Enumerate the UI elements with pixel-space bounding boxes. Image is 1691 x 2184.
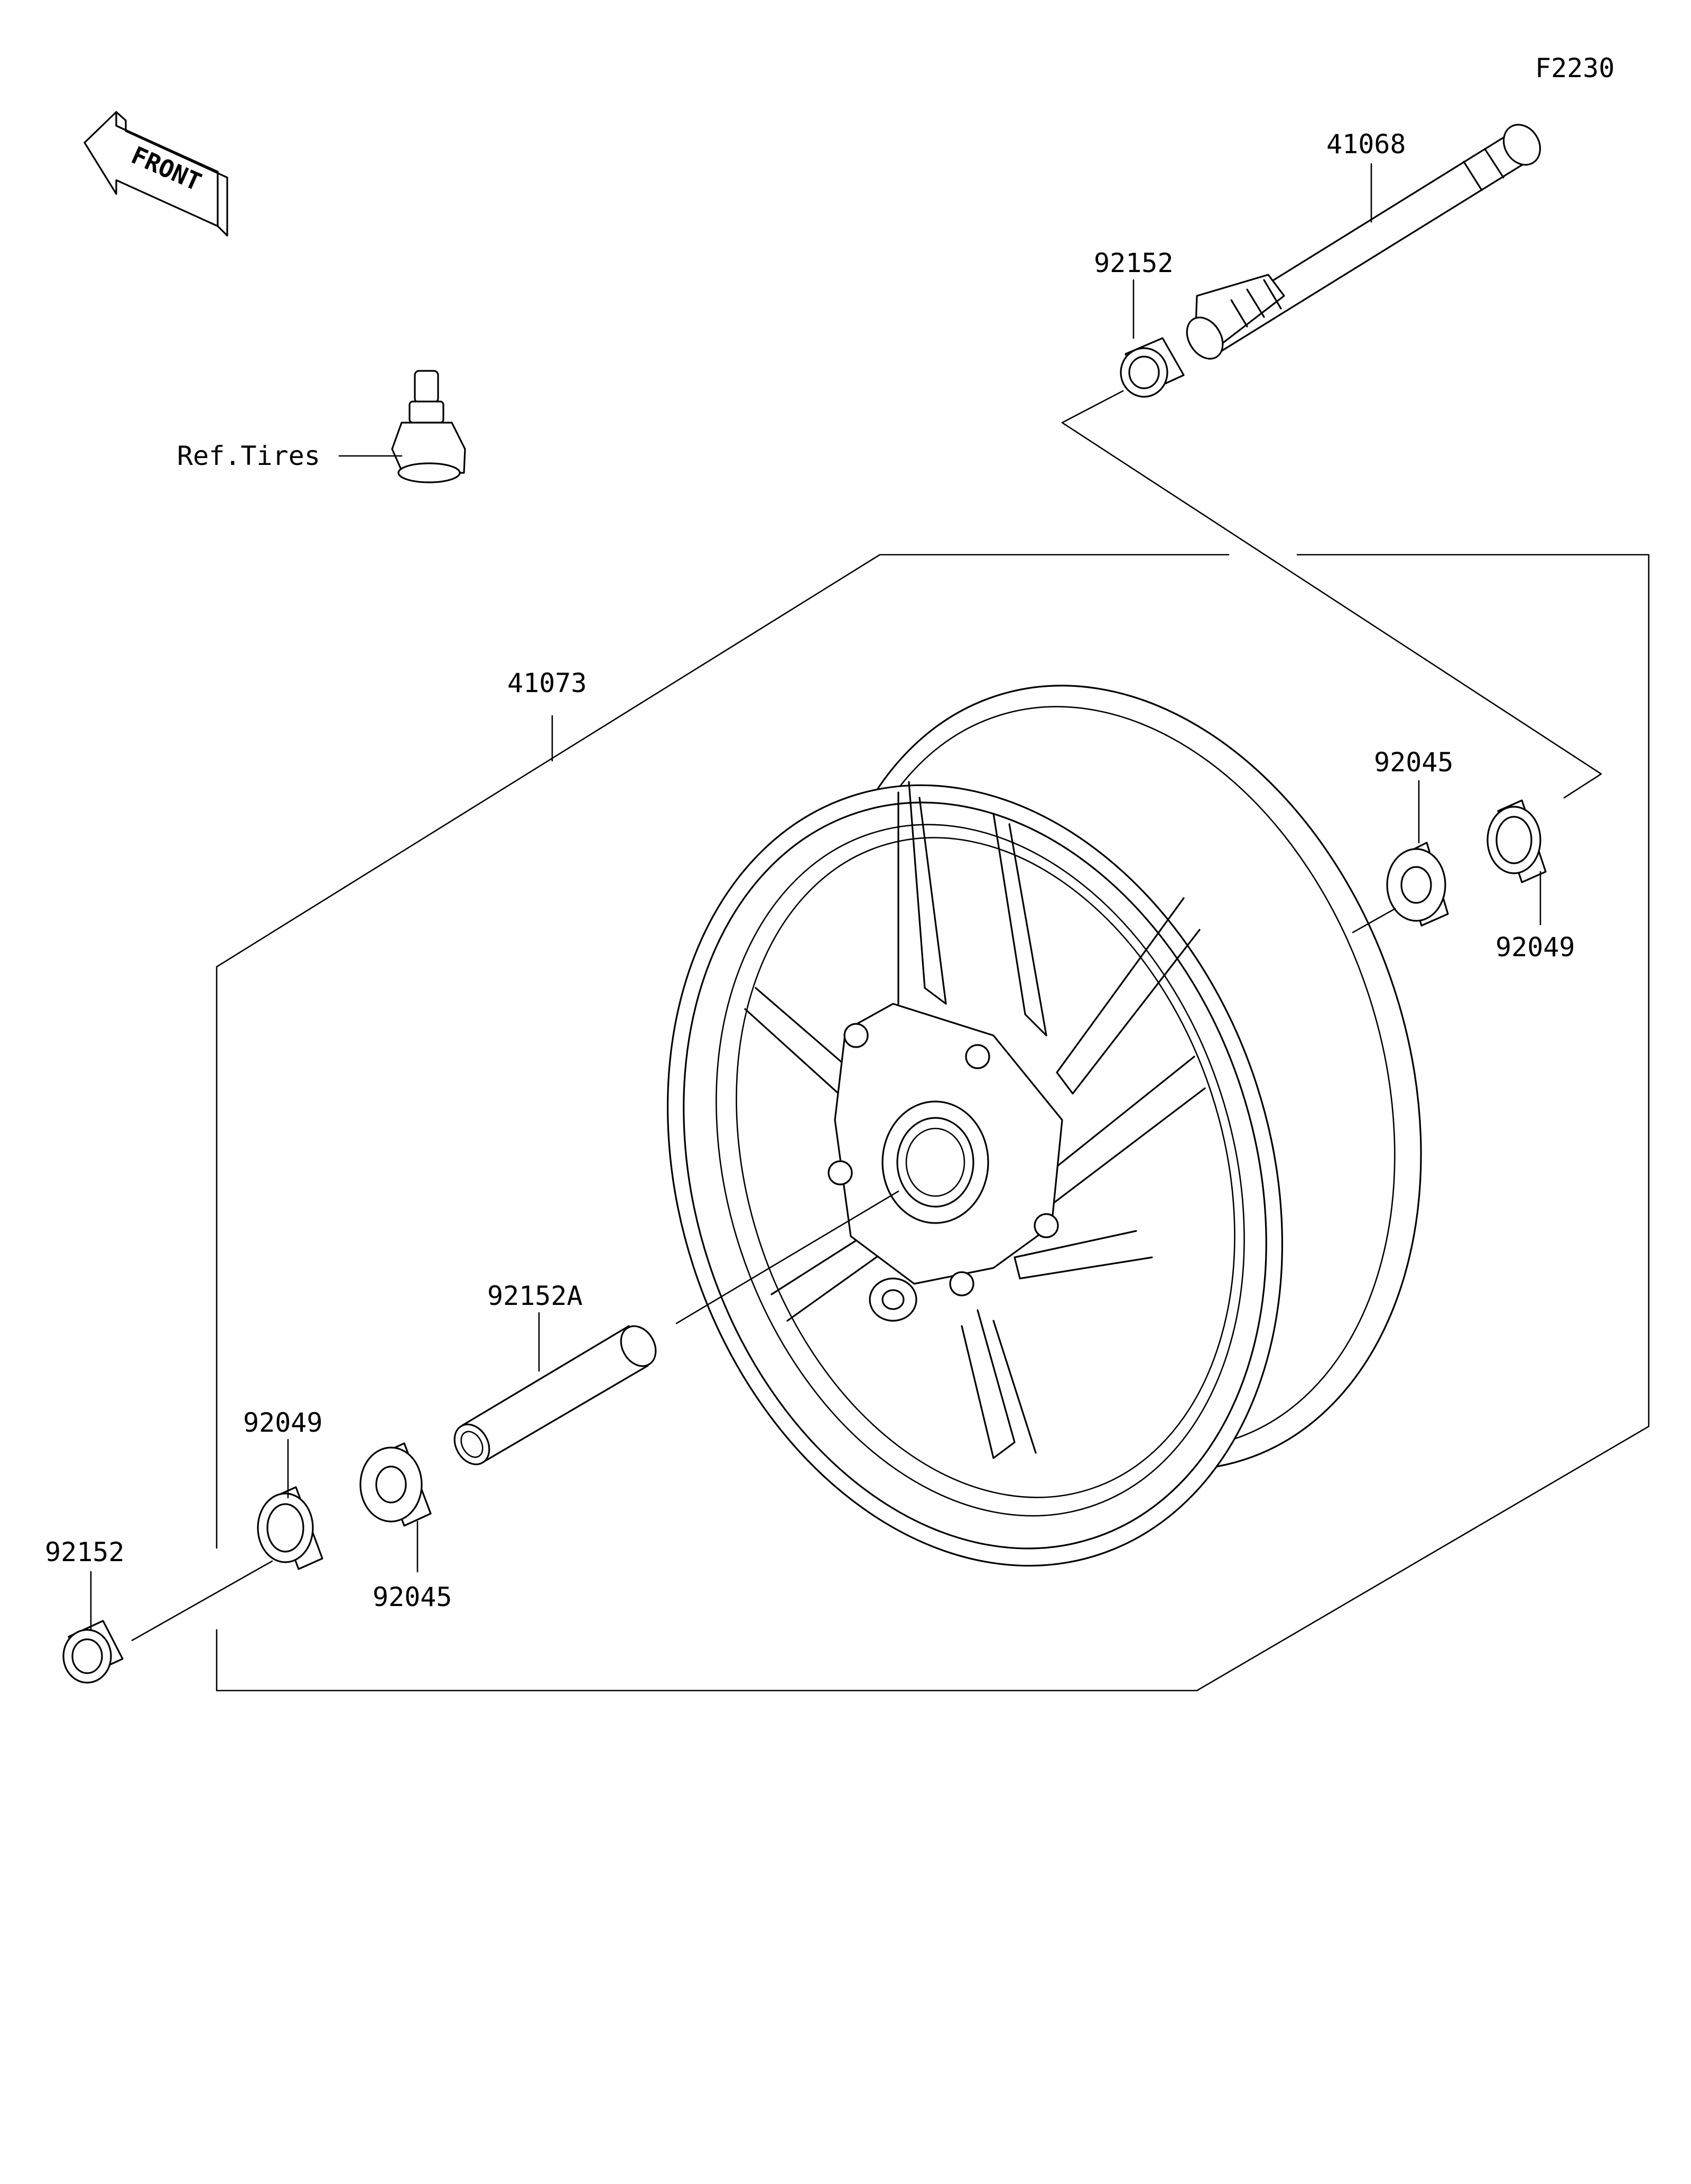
seal-left-icon — [257, 1486, 323, 1570]
collar-top-icon — [1120, 337, 1185, 398]
figure-code: F2230 — [1535, 53, 1615, 83]
label-41068: 41068 — [1326, 129, 1406, 160]
seal-right-icon — [1486, 799, 1547, 883]
label-ref-tires: Ref.Tires — [177, 441, 320, 471]
label-92152-left: 92152 — [45, 1537, 125, 1567]
label-92152a: 92152A — [487, 1281, 583, 1311]
label-92049-right: 92049 — [1495, 932, 1575, 963]
label-41073: 41073 — [507, 668, 587, 698]
bearing-right-axis — [1352, 908, 1396, 934]
label-92152-top: 92152 — [1094, 248, 1174, 278]
axle-icon — [1186, 124, 1541, 360]
label-92045-right: 92045 — [1374, 747, 1454, 778]
front-arrow-icon: FRONT — [83, 111, 228, 237]
bearing-left-icon — [359, 1442, 432, 1527]
collar-left-icon — [62, 1620, 124, 1684]
left-axis-line — [131, 1560, 273, 1641]
assembly-box-top — [216, 554, 1230, 1549]
collar-center-icon — [453, 1325, 657, 1466]
valve-icon — [391, 370, 466, 483]
axle-centerline — [1061, 390, 1602, 799]
wheel-axis-line — [675, 1190, 899, 1324]
label-92045-left: 92045 — [373, 1582, 452, 1612]
label-92049-left: 92049 — [243, 1407, 323, 1438]
wheel-icon — [666, 685, 1422, 1567]
assembly-box-bottom — [216, 554, 1650, 1692]
bearing-right-icon — [1386, 842, 1449, 927]
